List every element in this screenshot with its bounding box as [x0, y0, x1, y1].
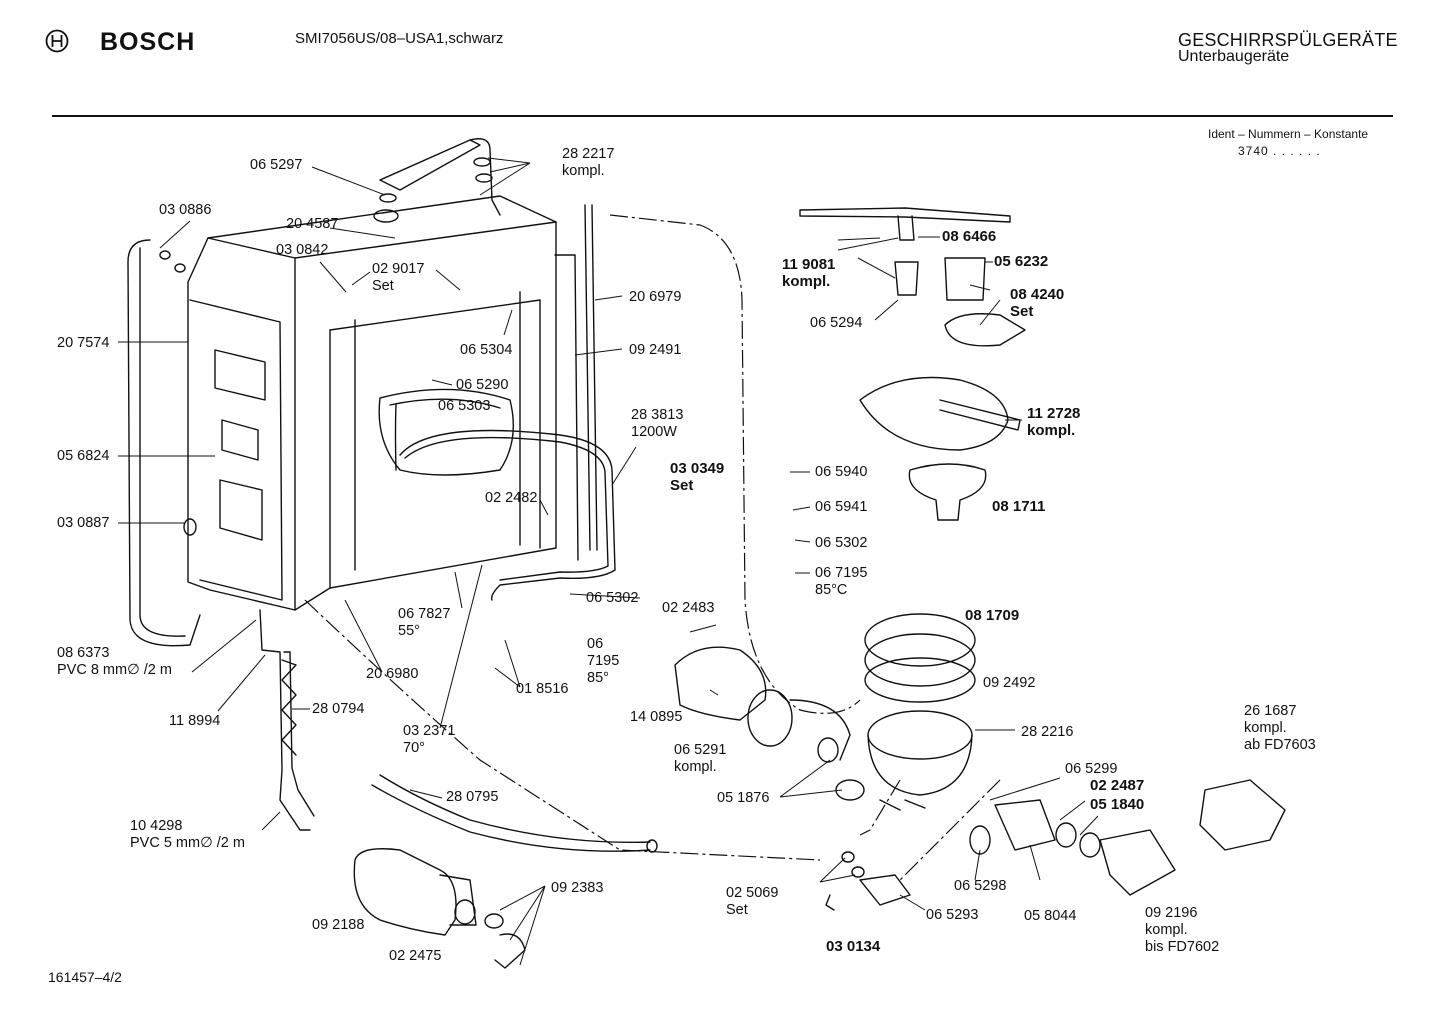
tub-body-drawing: [187, 195, 557, 611]
part-label: 20 4587: [286, 216, 339, 232]
part-label: 09 2383: [551, 880, 604, 896]
part-label: 06 5290: [456, 377, 509, 393]
routing-lines: [304, 214, 1001, 881]
document-number: 161457–4/2: [48, 969, 122, 985]
part-label: 03 0887: [57, 515, 110, 531]
subcategory-title: Unterbaugeräte: [1178, 48, 1290, 65]
part-label: 06 5302: [815, 535, 868, 551]
part-label: 06 5293: [926, 907, 979, 923]
circulation-pump-drawing: [674, 646, 865, 801]
part-label: 28 0795: [446, 789, 499, 805]
bosch-logo-icon: [45, 29, 69, 53]
part-label: 11 8994: [169, 713, 221, 729]
part-label: 09 2492: [983, 675, 1036, 691]
part-label: 06 5302: [586, 590, 639, 606]
part-label: 02 2482: [485, 490, 538, 506]
part-label: 08 6466: [942, 228, 997, 245]
part-label: 20 6979: [629, 289, 682, 305]
inlet-valve-drawing: [353, 848, 526, 969]
brand-name: BOSCH: [100, 28, 196, 56]
upper-spray-tube-drawing: [373, 138, 501, 223]
category-title: GESCHIRRSPÜLGERÄTE: [1178, 30, 1398, 50]
part-label: 02 2483: [662, 600, 715, 616]
part-label: 01 8516: [516, 681, 569, 697]
side-hoses-drawing: [127, 239, 201, 647]
part-label: 05 6824: [57, 448, 110, 464]
drain-pump-drawing: [825, 779, 1286, 911]
part-label: 05 1840: [1090, 796, 1145, 813]
part-label: 05 1876: [717, 790, 770, 806]
part-label: 09 2491: [629, 342, 682, 358]
ident-label: Ident – Nummern – Konstante: [1208, 127, 1369, 141]
part-label: 03 0842: [276, 242, 329, 258]
drain-hose-drawing: [259, 609, 658, 853]
part-label: 02 2475: [389, 948, 442, 964]
part-label: 03 0886: [159, 202, 212, 218]
part-label: 20 6980: [366, 666, 419, 682]
heating-element-drawing: [399, 429, 616, 601]
part-label: 08 1711: [992, 498, 1046, 515]
part-label: 05 8044: [1024, 908, 1077, 924]
door-seal-drawing: [554, 204, 598, 561]
part-label: 06 5940: [815, 464, 868, 480]
part-label: 28 0794: [312, 701, 365, 717]
part-label: 06 5298: [954, 878, 1007, 894]
spray-arm-drawing: [799, 207, 1026, 347]
part-label: 09 2188: [312, 917, 365, 933]
header-divider: [52, 115, 1393, 117]
sump-drawing: [864, 613, 976, 811]
part-label: 06 5941: [815, 499, 868, 515]
part-label: 08 1709: [965, 607, 1020, 624]
part-label: 05 6232: [994, 253, 1049, 270]
ident-value: 3740 . . . . . .: [1238, 144, 1321, 158]
part-label: 06 5294: [810, 315, 863, 331]
leader-lines: [118, 157, 1099, 966]
part-label: 06 5297: [250, 157, 303, 173]
part-label: 06 5304: [460, 342, 513, 358]
part-label: 20 7574: [57, 335, 110, 351]
part-label: 02 2487: [1090, 777, 1145, 794]
part-label: 06 5303: [438, 398, 491, 414]
part-label: 06 5299: [1065, 761, 1118, 777]
model-number: SMI7056US/08–USA1,schwarz: [295, 30, 504, 47]
part-label: 28 2216: [1021, 724, 1074, 740]
part-label: 03 0134: [826, 938, 881, 955]
part-label: 14 0895: [630, 709, 683, 725]
